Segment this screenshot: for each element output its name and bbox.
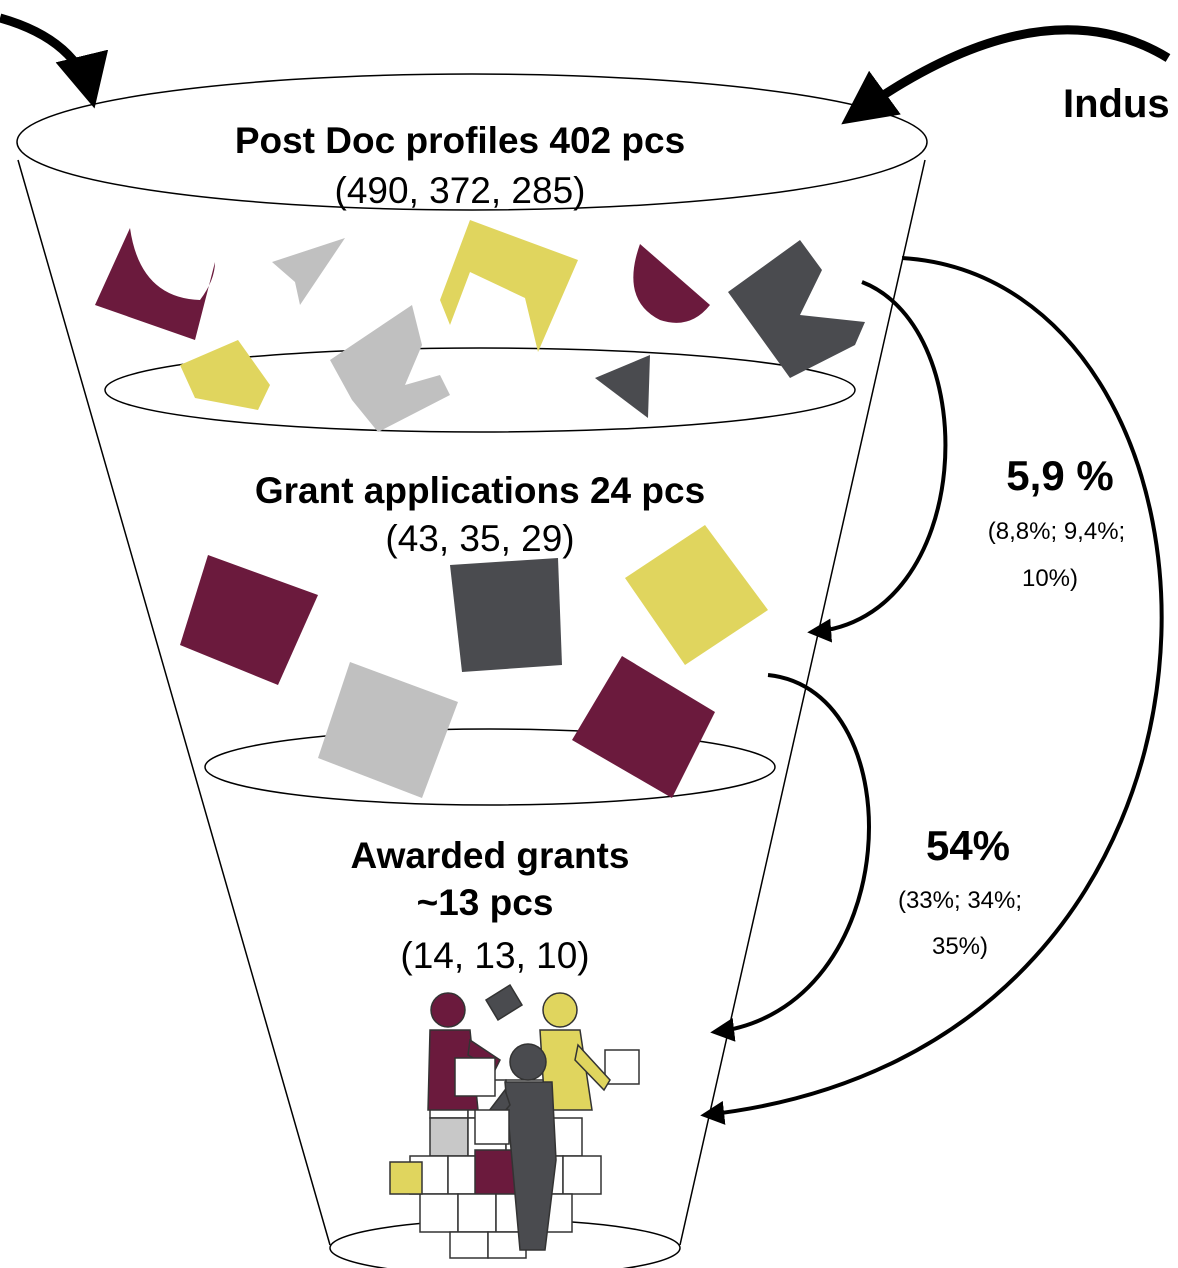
conversion-2-history-line2: 35%) bbox=[931, 933, 989, 960]
gray-zigzag-shape bbox=[330, 305, 450, 432]
gray-square bbox=[318, 662, 458, 798]
conversion-1-history-line1: (8,8%; 9,4%; bbox=[987, 518, 1126, 545]
burgundy-square-2 bbox=[572, 656, 715, 798]
application-shapes bbox=[180, 525, 768, 798]
conversion-arrow-2 bbox=[710, 673, 871, 1042]
conversion-1-value: 5,9 % bbox=[1006, 452, 1114, 499]
burgundy-cup-shape bbox=[95, 228, 215, 340]
darkgray-square bbox=[450, 558, 562, 672]
funnel-mid-rim bbox=[104, 347, 856, 433]
inflow-arrows bbox=[0, 13, 1171, 125]
stage-applications-title: Grant applications 24 pcs bbox=[254, 470, 706, 511]
profile-shapes bbox=[95, 220, 865, 432]
conversion-2-value: 54% bbox=[925, 822, 1011, 869]
funnel bbox=[16, 73, 928, 1268]
funnel-top-rim bbox=[16, 73, 928, 211]
yellow-square bbox=[625, 525, 768, 665]
stage-awarded-title-line1: Awarded grants bbox=[350, 835, 630, 876]
stage-awarded-counts: (14, 13, 10) bbox=[400, 935, 590, 976]
inflow-arrow-right bbox=[841, 25, 1171, 125]
edge-label: Indus bbox=[1063, 82, 1170, 126]
team-illustration bbox=[389, 983, 640, 1259]
funnel-low-rim bbox=[204, 728, 776, 806]
conversion-arrow-1 bbox=[807, 280, 948, 643]
darkgray-triangle-shape bbox=[595, 355, 650, 418]
stage-profiles-counts: (490, 372, 285) bbox=[334, 170, 586, 211]
inflow-arrow-left bbox=[0, 13, 109, 109]
yellow-pentagon-shape bbox=[180, 340, 270, 410]
conversion-1-history-line2: 10%) bbox=[1021, 565, 1079, 592]
conversion-arrow-overall bbox=[700, 256, 1164, 1125]
stage-awarded-title-line2: ~13 pcs bbox=[416, 882, 554, 923]
yellow-hook-shape bbox=[440, 220, 578, 352]
conversion-arrows bbox=[700, 256, 1164, 1125]
burgundy-halfdisc-shape bbox=[633, 244, 710, 323]
darkgray-m-shape bbox=[728, 240, 865, 378]
gray-arrow-shape bbox=[272, 238, 345, 305]
conversion-2-history-line1: (33%; 34%; bbox=[897, 887, 1023, 914]
stage-profiles-title: Post Doc profiles 402 pcs bbox=[234, 120, 686, 161]
stage-applications-counts: (43, 35, 29) bbox=[385, 518, 575, 559]
burgundy-square-1 bbox=[180, 555, 318, 685]
